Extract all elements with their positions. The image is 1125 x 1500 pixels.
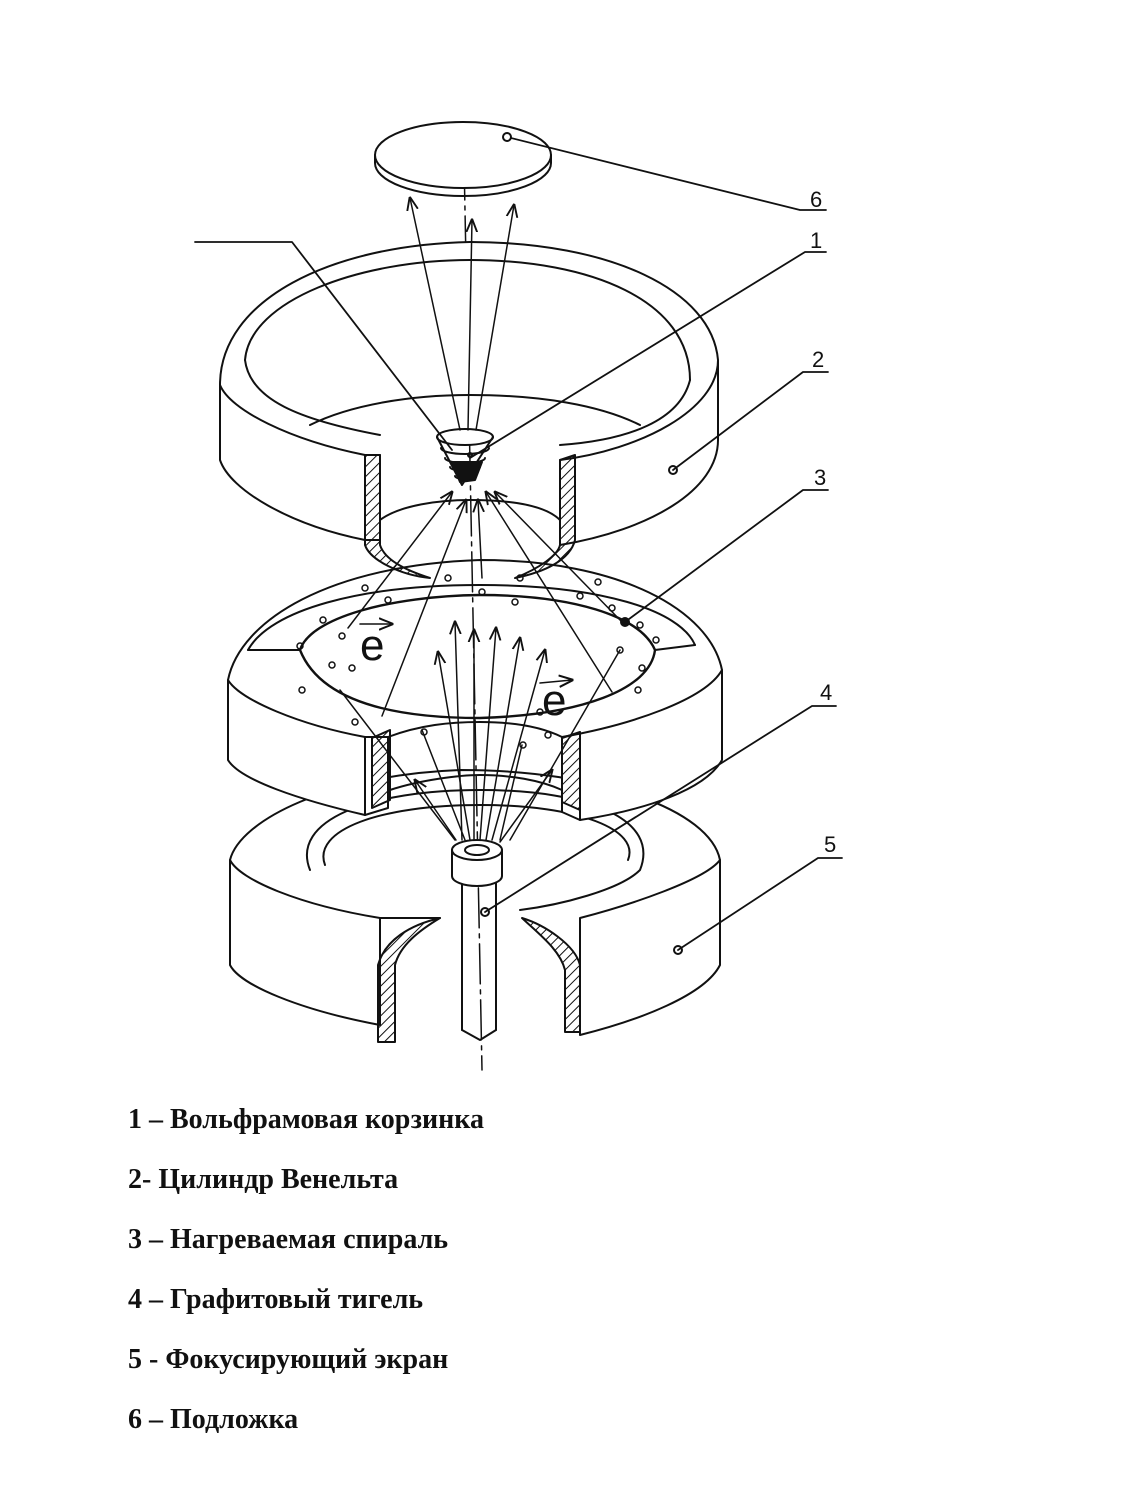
- callout-1: 1: [810, 228, 822, 253]
- substrate-disc: [374, 121, 552, 197]
- leader-line-6: [506, 136, 827, 211]
- electron-arrows: [339, 492, 623, 841]
- callout-6: 6: [810, 187, 822, 212]
- tungsten-basket: [436, 428, 494, 486]
- callout-2: 2: [812, 347, 824, 372]
- electron-vector-arrows: [359, 624, 572, 683]
- legend-item-3: 3 – Нагреваемая спираль: [128, 1224, 449, 1255]
- graphite-crucible: [451, 839, 503, 1041]
- leader-line-5: [677, 857, 843, 951]
- heated-spiral-ring: [227, 559, 723, 821]
- callout-4: 4: [820, 680, 832, 705]
- electron-symbol-right: e: [542, 676, 566, 725]
- leader-line-2: [672, 371, 829, 471]
- electron-gun-diagram: e e 6 1 2 3 4 5: [194, 121, 843, 1071]
- legend-item-5: 5 - Фокусирующий экран: [128, 1344, 449, 1375]
- legend-item-1: 1 – Вольфрамовая корзинка: [128, 1104, 484, 1135]
- callout-3: 3: [814, 465, 826, 490]
- leader-line-4: [484, 705, 837, 913]
- crucible-arrows: [415, 622, 552, 843]
- leader-line-1: [469, 251, 827, 459]
- focusing-screen: [229, 769, 721, 1043]
- leader-line-3: [624, 489, 829, 623]
- leader-line-input: [194, 241, 453, 451]
- legend-item-2: 2- Цилиндр Венельта: [128, 1164, 399, 1195]
- electron-symbol-left: e: [360, 621, 384, 670]
- particles: [296, 574, 660, 749]
- vapour-arrows: [410, 198, 514, 431]
- leader-lines: [194, 136, 843, 951]
- legend: 1 – Вольфрамовая корзинка 2- Цилиндр Вен…: [128, 1090, 484, 1450]
- legend-item-6: 6 – Подложка: [128, 1404, 299, 1435]
- callout-5: 5: [824, 832, 836, 857]
- legend-item-4: 4 – Графитовый тигель: [128, 1284, 424, 1315]
